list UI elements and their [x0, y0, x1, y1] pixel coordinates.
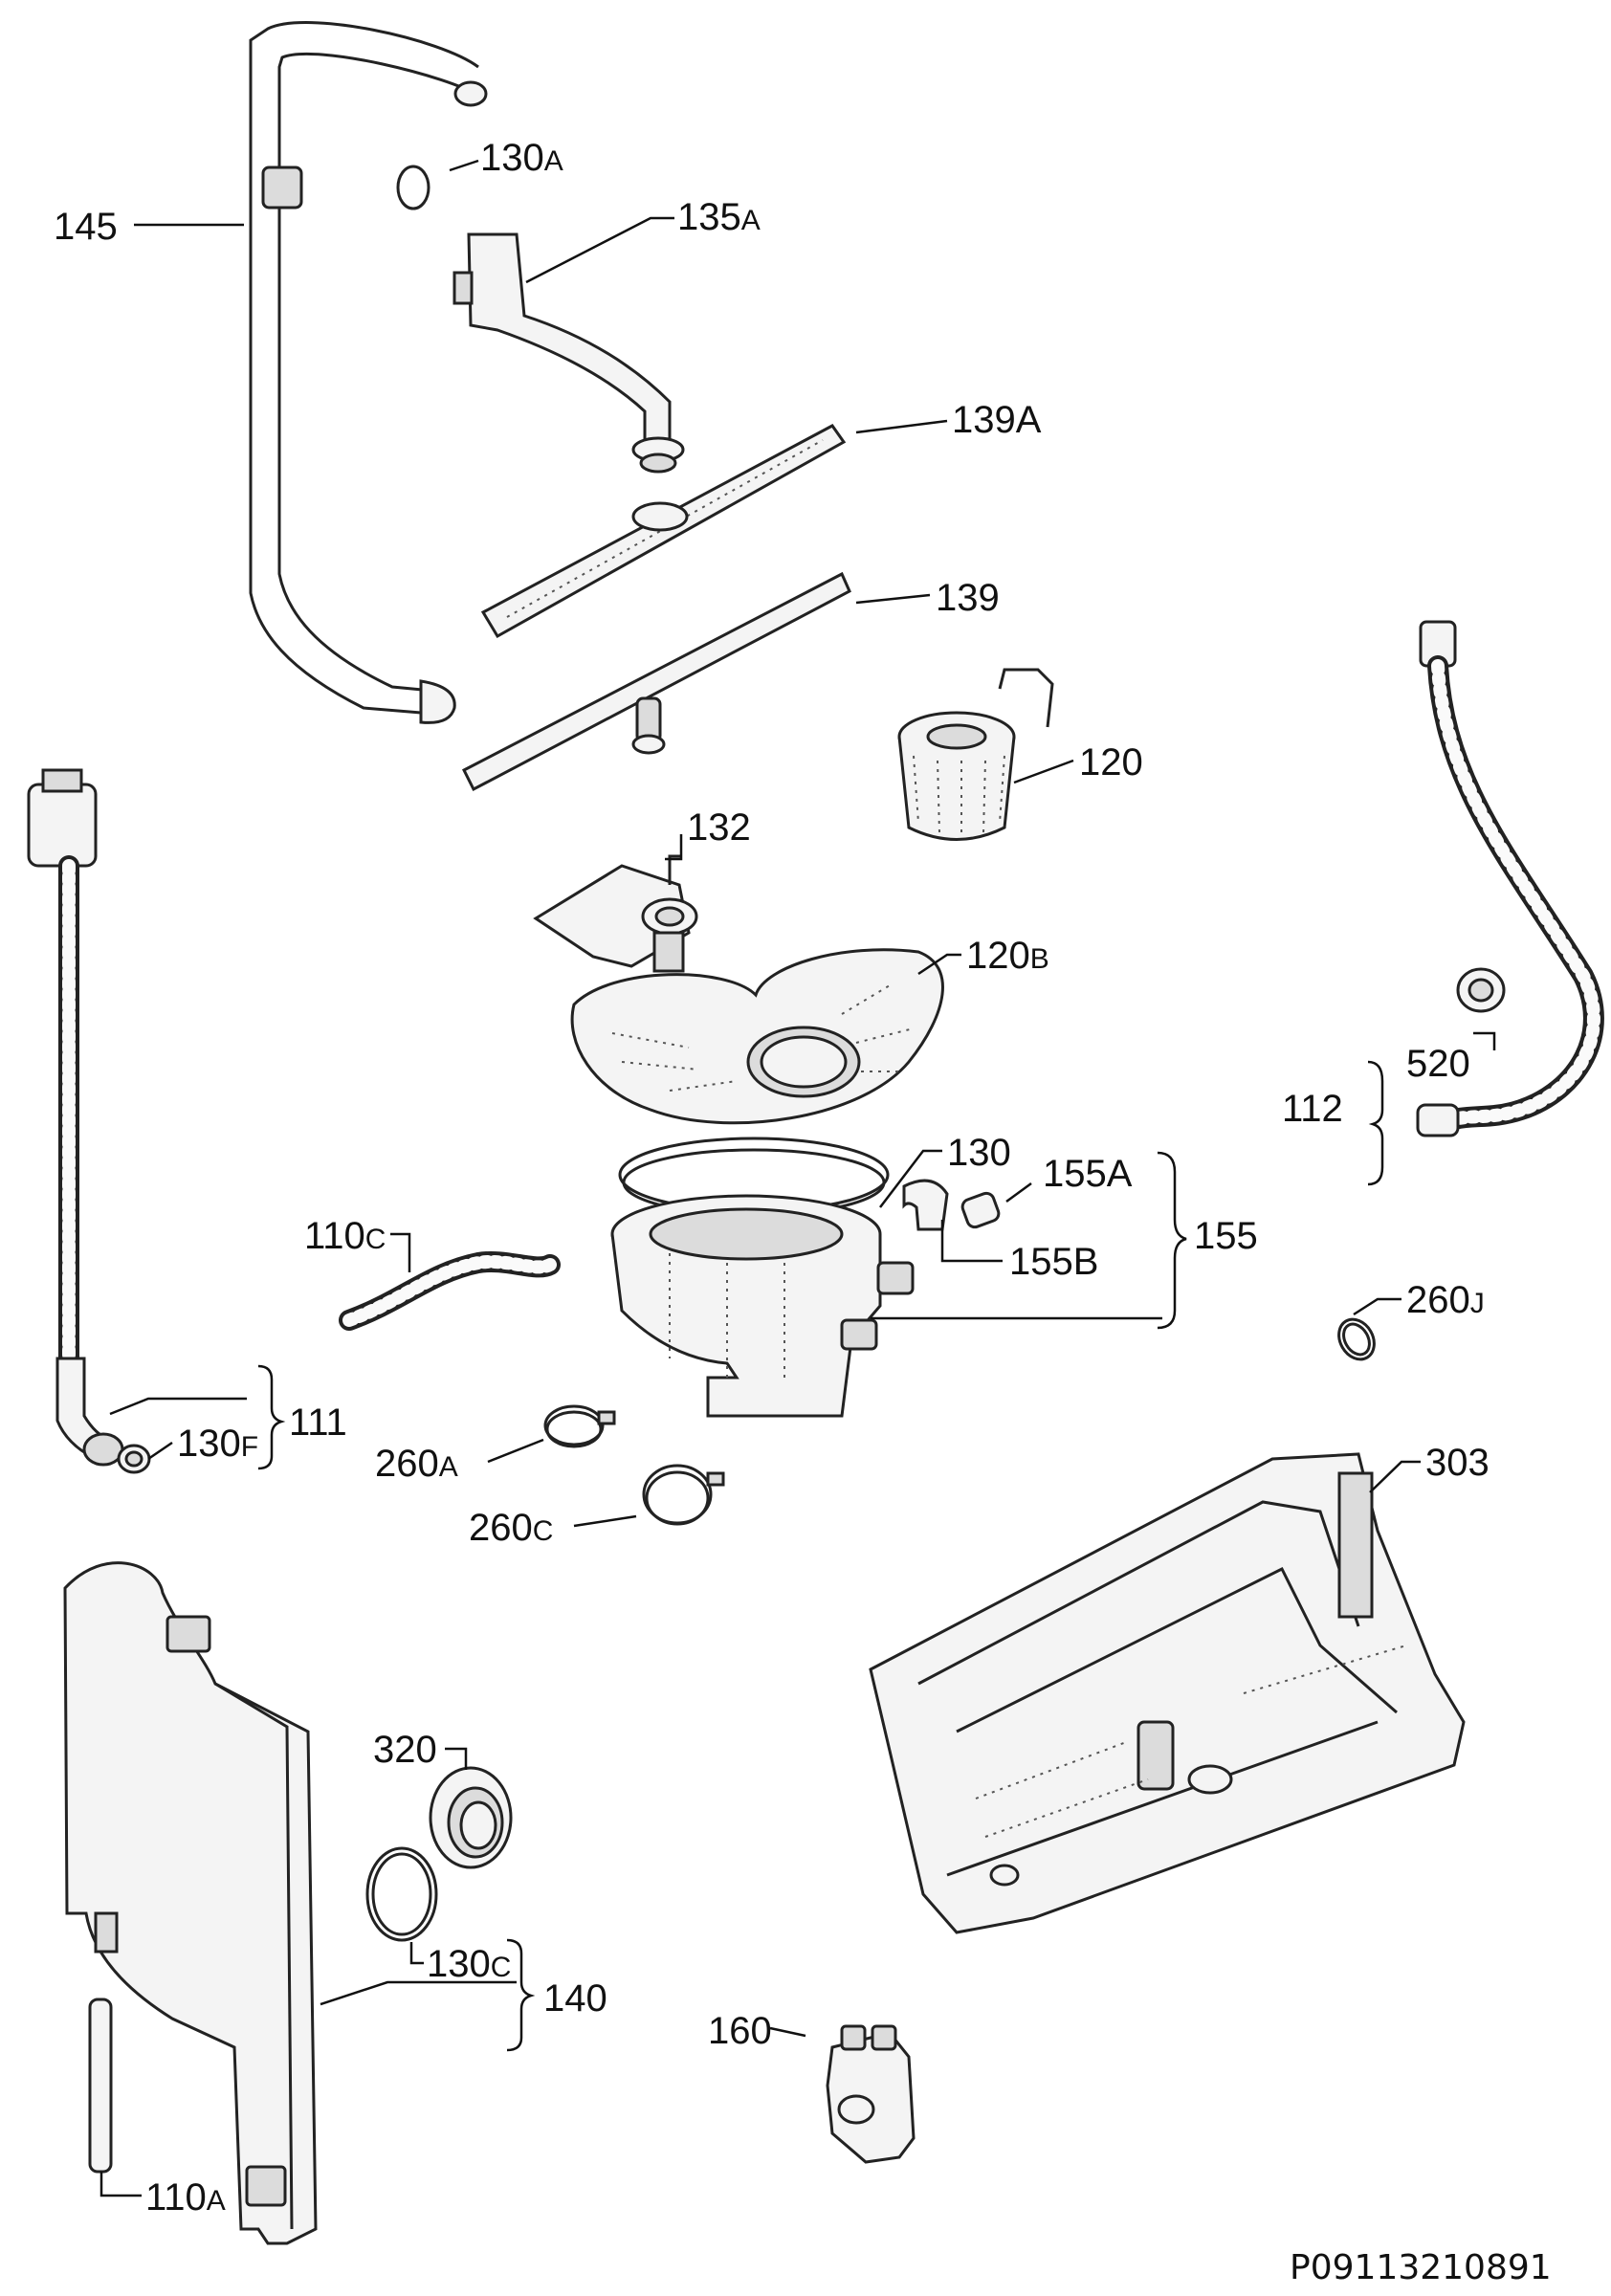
label-145: 145 — [54, 206, 118, 248]
leader-lines — [99, 159, 1496, 2197]
label-320: 320 — [373, 1729, 437, 1771]
part-130f-washer — [117, 1444, 151, 1474]
part-155a-coupling — [960, 1191, 1001, 1229]
label-260j: 260J — [1406, 1279, 1485, 1321]
label-112: 112 — [1282, 1088, 1343, 1130]
label-110a: 110A — [145, 2176, 226, 2219]
label-120: 120 — [1079, 741, 1143, 784]
part-112-drain-hose — [1416, 620, 1604, 1137]
label-135a: 135A — [677, 196, 761, 238]
label-130a: 130A — [480, 137, 563, 179]
part-139a-upper-spray-arm — [480, 424, 847, 639]
part-320-seal — [429, 1766, 513, 1869]
label-155b: 155B — [1009, 1241, 1098, 1283]
label-111: 111 — [289, 1402, 347, 1444]
part-260a-clamp — [543, 1404, 616, 1448]
part-260c-clamp — [642, 1464, 725, 1526]
label-155: 155 — [1194, 1215, 1258, 1257]
part-155b-elbow — [902, 1179, 949, 1231]
drawing-code: P09113210891 — [1290, 2248, 1552, 2287]
label-155a: 155A — [1043, 1153, 1133, 1195]
label-160: 160 — [708, 2010, 772, 2052]
part-130c-oring — [365, 1846, 438, 1942]
part-labels: 145 130A 135A 139A 139 120 132 120B 520 … — [54, 137, 1490, 2219]
label-260a: 260A — [375, 1443, 458, 1485]
part-111-inlet-hose — [27, 768, 124, 1467]
part-145-supply-pipe — [249, 21, 488, 724]
label-139a: 139A — [952, 399, 1042, 441]
part-155-sump-assembly — [610, 1194, 915, 1418]
part-120b-filter-plate — [570, 948, 944, 1125]
part-110c-corrugated-hose — [339, 1251, 561, 1331]
part-135a-arm-pipe — [452, 232, 685, 474]
label-132: 132 — [687, 806, 751, 849]
part-110a-tube — [88, 1998, 113, 2174]
label-130c: 130C — [427, 1943, 511, 1985]
part-303-base-pan — [869, 1452, 1466, 1934]
part-132-sensor-bracket — [533, 854, 698, 973]
label-303: 303 — [1425, 1442, 1490, 1484]
part-120-filter — [897, 668, 1054, 841]
label-120b: 120B — [966, 935, 1049, 977]
part-260j-clamp — [1337, 1317, 1376, 1361]
label-520: 520 — [1406, 1043, 1470, 1085]
label-110c: 110C — [304, 1215, 386, 1257]
part-520-hose-clip — [1456, 967, 1506, 1013]
label-139: 139 — [936, 577, 1000, 619]
label-130f: 130F — [177, 1423, 258, 1465]
brackets — [257, 1060, 1384, 2052]
part-160-valve — [826, 2024, 916, 2164]
label-140: 140 — [543, 1977, 607, 2020]
part-139-lower-spray-arm — [461, 571, 851, 792]
part-130a-oring — [396, 165, 430, 210]
part-140-air-break — [63, 1561, 318, 2245]
label-260c: 260C — [469, 1507, 553, 1549]
label-130: 130 — [947, 1132, 1011, 1174]
